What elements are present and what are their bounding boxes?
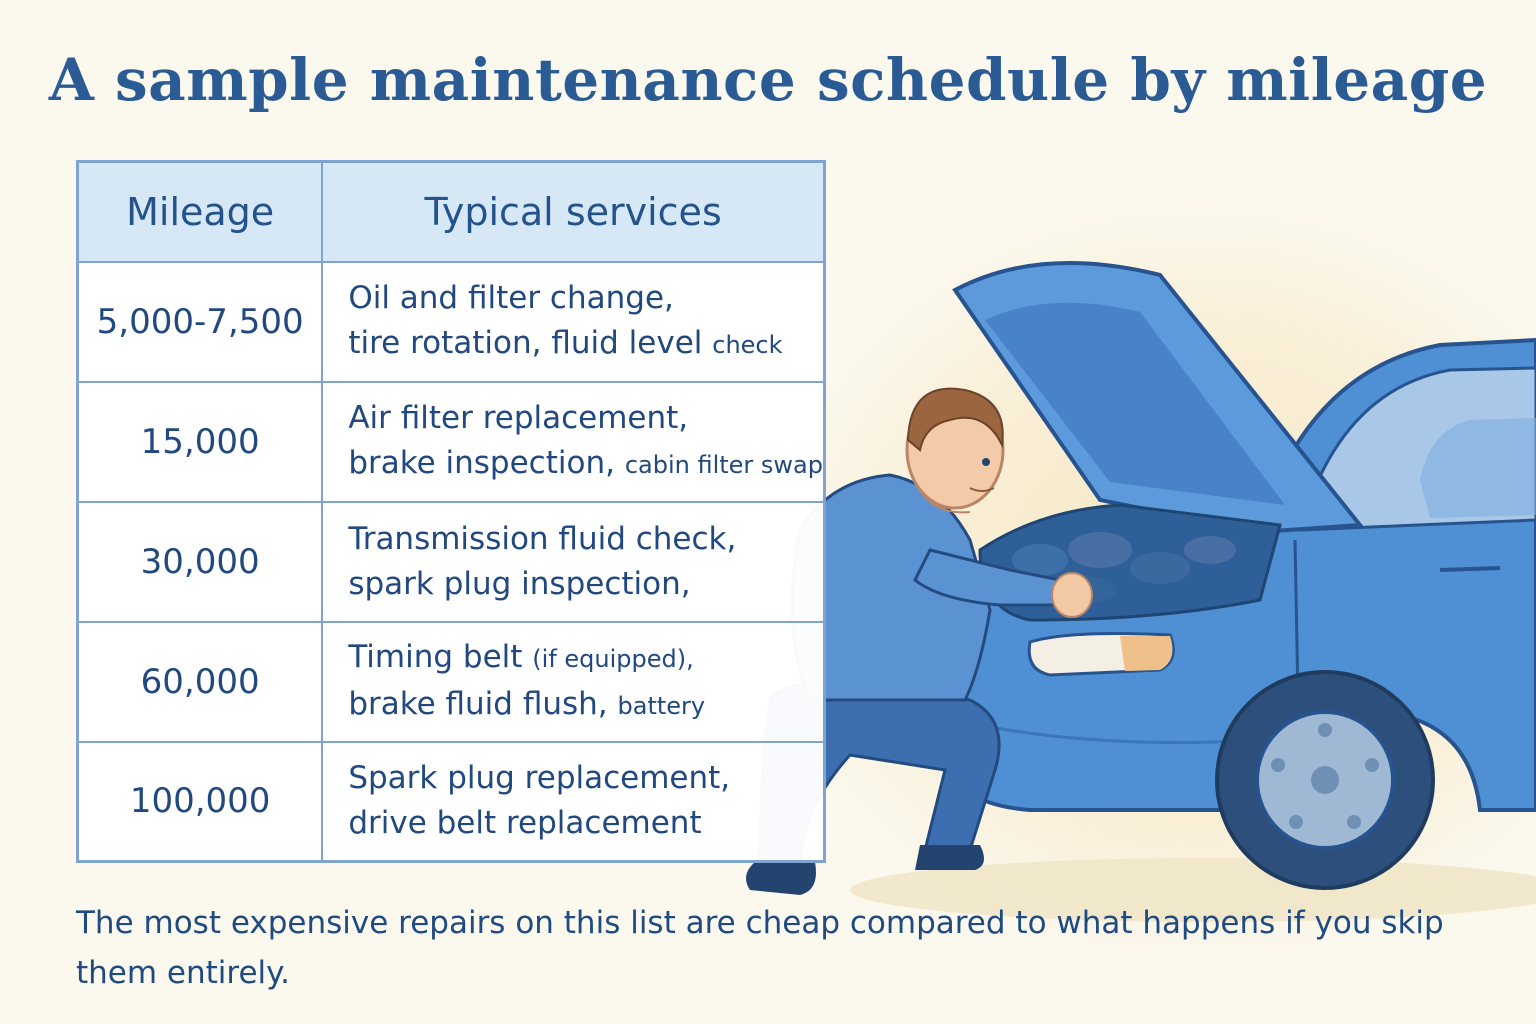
header-typical-services: Typical services bbox=[321, 160, 826, 263]
services-line: spark plug inspection, bbox=[348, 562, 823, 607]
table-row: 60,000 Timing belt (if equipped), brake … bbox=[76, 620, 826, 743]
mileage-cell: 5,000-7,500 bbox=[76, 260, 324, 383]
services-cell: Oil and filter change, tire rotation, fl… bbox=[321, 260, 826, 383]
services-line: brake inspection, cabin filter swap bbox=[348, 441, 823, 488]
table-row: 5,000-7,500 Oil and filter change, tire … bbox=[76, 260, 826, 383]
page-title: A sample maintenance schedule by mileage bbox=[48, 46, 1488, 114]
services-text: spark plug inspection, bbox=[348, 565, 691, 602]
maintenance-table: Mileage Typical services 5,000-7,500 Oil… bbox=[76, 160, 826, 863]
services-text-small: battery bbox=[617, 691, 706, 720]
mileage-cell: 30,000 bbox=[76, 500, 324, 623]
mileage-cell: 15,000 bbox=[76, 380, 324, 503]
services-text-small: check bbox=[712, 330, 783, 359]
services-line: tire rotation, fluid level check bbox=[348, 321, 823, 368]
services-cell: Transmission fluid check, spark plug ins… bbox=[321, 500, 826, 623]
mileage-cell: 60,000 bbox=[76, 620, 324, 743]
services-cell: Timing belt (if equipped), brake fluid f… bbox=[321, 620, 826, 743]
services-text-small: cabin filter swap bbox=[624, 450, 823, 479]
header-mileage: Mileage bbox=[76, 160, 324, 263]
car-illustration bbox=[948, 261, 1536, 890]
footer-caption: The most expensive repairs on this list … bbox=[76, 905, 1444, 991]
services-text: brake inspection, bbox=[348, 444, 615, 481]
services-text-small: (if equipped), bbox=[532, 644, 694, 673]
services-line: brake fluid flush, battery bbox=[348, 682, 823, 729]
car-mechanic-illustration bbox=[746, 261, 1536, 922]
services-line: Oil and filter change, bbox=[348, 279, 674, 316]
services-line: Spark plug replacement, bbox=[348, 760, 731, 797]
mechanic-figure bbox=[746, 387, 1093, 895]
services-cell: Air filter replacement, brake inspection… bbox=[321, 380, 826, 503]
services-text: Timing belt bbox=[348, 638, 523, 675]
services-text: brake fluid flush, bbox=[348, 685, 608, 722]
table-row: 100,000 Spark plug replacement, drive be… bbox=[76, 740, 826, 863]
table-row: 30,000 Transmission fluid check, spark p… bbox=[76, 500, 826, 623]
services-line: Timing belt (if equipped), bbox=[348, 635, 823, 682]
table-row: 15,000 Air filter replacement, brake ins… bbox=[76, 380, 826, 503]
services-line: Transmission fluid check, bbox=[348, 520, 737, 557]
services-cell: Spark plug replacement, drive belt repla… bbox=[321, 740, 826, 863]
services-line: Air filter replacement, bbox=[348, 399, 689, 436]
services-line: drive belt replacement bbox=[348, 805, 702, 842]
table-header-row: Mileage Typical services bbox=[76, 160, 826, 263]
services-text: tire rotation, fluid level bbox=[348, 324, 703, 361]
mileage-cell: 100,000 bbox=[76, 740, 324, 863]
